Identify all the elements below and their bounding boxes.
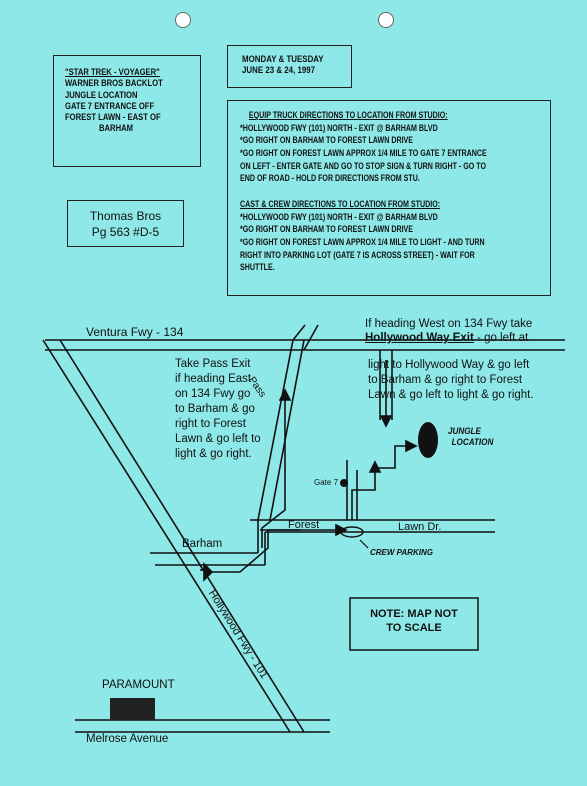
jungle-location-marker — [418, 422, 438, 458]
paramount-block — [110, 698, 155, 720]
cast-direction-line: SHUTTLE. — [240, 262, 275, 274]
date-days: MONDAY & TUESDAY — [242, 54, 324, 64]
paramount-label: PARAMOUNT — [102, 679, 175, 691]
production-line: JUNGLE LOCATION — [65, 89, 138, 100]
date-dates: JUNE 23 & 24, 1997 — [242, 65, 316, 76]
pass-road-line-a — [257, 339, 294, 521]
thomas-bros-box: Thomas Bros Pg 563 #D-5 — [67, 200, 184, 247]
map-not-to-scale-note: NOTE: MAP NOT TO SCALE — [370, 608, 458, 635]
cast-directions-heading: CAST & CREW DIRECTIONS TO LOCATION FROM … — [240, 198, 441, 210]
crew-parking-label: CREW PARKING — [370, 548, 433, 557]
crew-parking-marker — [340, 526, 364, 538]
west-note-line2: - go left at — [473, 331, 529, 344]
thomas-bros-page: Pg 563 #D-5 — [91, 225, 160, 240]
hollywood-fwy-line-right — [59, 339, 305, 733]
thomas-bros-title: Thomas Bros — [89, 209, 162, 223]
cast-direction-line: *GO RIGHT ON FOREST LAWN APPROX 1/4 MILE… — [240, 236, 485, 248]
route-east-arrow — [261, 398, 286, 548]
melrose-label: Melrose Avenue — [86, 733, 169, 745]
pass-road-line-b — [269, 339, 305, 521]
jungle-location-label: JUNGLE LOCATION — [448, 426, 494, 447]
equip-direction-line: *GO RIGHT ON BARHAM TO FOREST LAWN DRIVE — [240, 135, 414, 147]
west-note-line1: If heading West on 134 Fwy take — [365, 318, 533, 330]
production-line: GATE 7 ENTRANCE OFF — [65, 100, 155, 111]
east-note: Take Pass Exit if heading East on 134 Fw… — [175, 358, 261, 460]
production-info-box: "STAR TREK - VOYAGER" WARNER BROS BACKLO… — [53, 55, 201, 167]
equip-direction-line: END OF ROAD - HOLD FOR DIRECTIONS FROM S… — [240, 173, 420, 185]
hollywood-way-exit: Hollywood Way Exit — [365, 331, 474, 344]
equip-direction-line: *GO RIGHT ON FOREST LAWN APPROX 1/4 MILE… — [240, 147, 487, 159]
binder-hole-left — [175, 12, 191, 28]
ventura-fwy-label: Ventura Fwy - 134 — [86, 325, 184, 339]
equip-directions-heading: EQUIP TRUCK DIRECTIONS TO LOCATION FROM … — [248, 110, 448, 121]
production-line: WARNER BROS BACKLOT — [65, 78, 163, 89]
cast-direction-line: *HOLLYWOOD FWY (101) NORTH - EXIT @ BARH… — [240, 211, 438, 223]
date-box: MONDAY & TUESDAY JUNE 23 & 24, 1997 — [227, 45, 352, 88]
hollywood-fwy-line-left — [42, 339, 291, 733]
gate-7-marker — [340, 479, 348, 487]
west-note-body: light to Hollywood Way & go left to Barh… — [368, 359, 534, 401]
lawn-dr-label: Lawn Dr. — [398, 521, 442, 533]
west-note: If heading West on 134 Fwy take Hollywoo… — [365, 318, 532, 346]
route-jungle-arrow — [351, 445, 410, 520]
note-box — [349, 597, 479, 651]
production-line: FOREST LAWN - EAST OF — [65, 112, 161, 122]
equip-direction-line: *HOLLYWOOD FWY (101) NORTH - EXIT @ BARH… — [240, 122, 438, 134]
cast-direction-line: *GO RIGHT ON BARHAM TO FOREST LAWN DRIVE — [240, 224, 414, 236]
binder-hole-right — [378, 12, 394, 28]
cast-direction-line: RIGHT INTO PARKING LOT (GATE 7 IS ACROSS… — [240, 249, 475, 261]
show-title: "STAR TREK - VOYAGER" — [65, 67, 160, 77]
directions-box: EQUIP TRUCK DIRECTIONS TO LOCATION FROM … — [227, 100, 551, 296]
route-main-arrow — [210, 529, 340, 573]
barham-label: Barham — [182, 538, 223, 550]
production-line: BARHAM — [99, 123, 133, 134]
forest-label: Forest — [288, 519, 320, 531]
gate-7-label: Gate 7 — [314, 478, 339, 487]
equip-direction-line: ON LEFT - ENTER GATE AND GO TO STOP SIGN… — [240, 160, 486, 172]
